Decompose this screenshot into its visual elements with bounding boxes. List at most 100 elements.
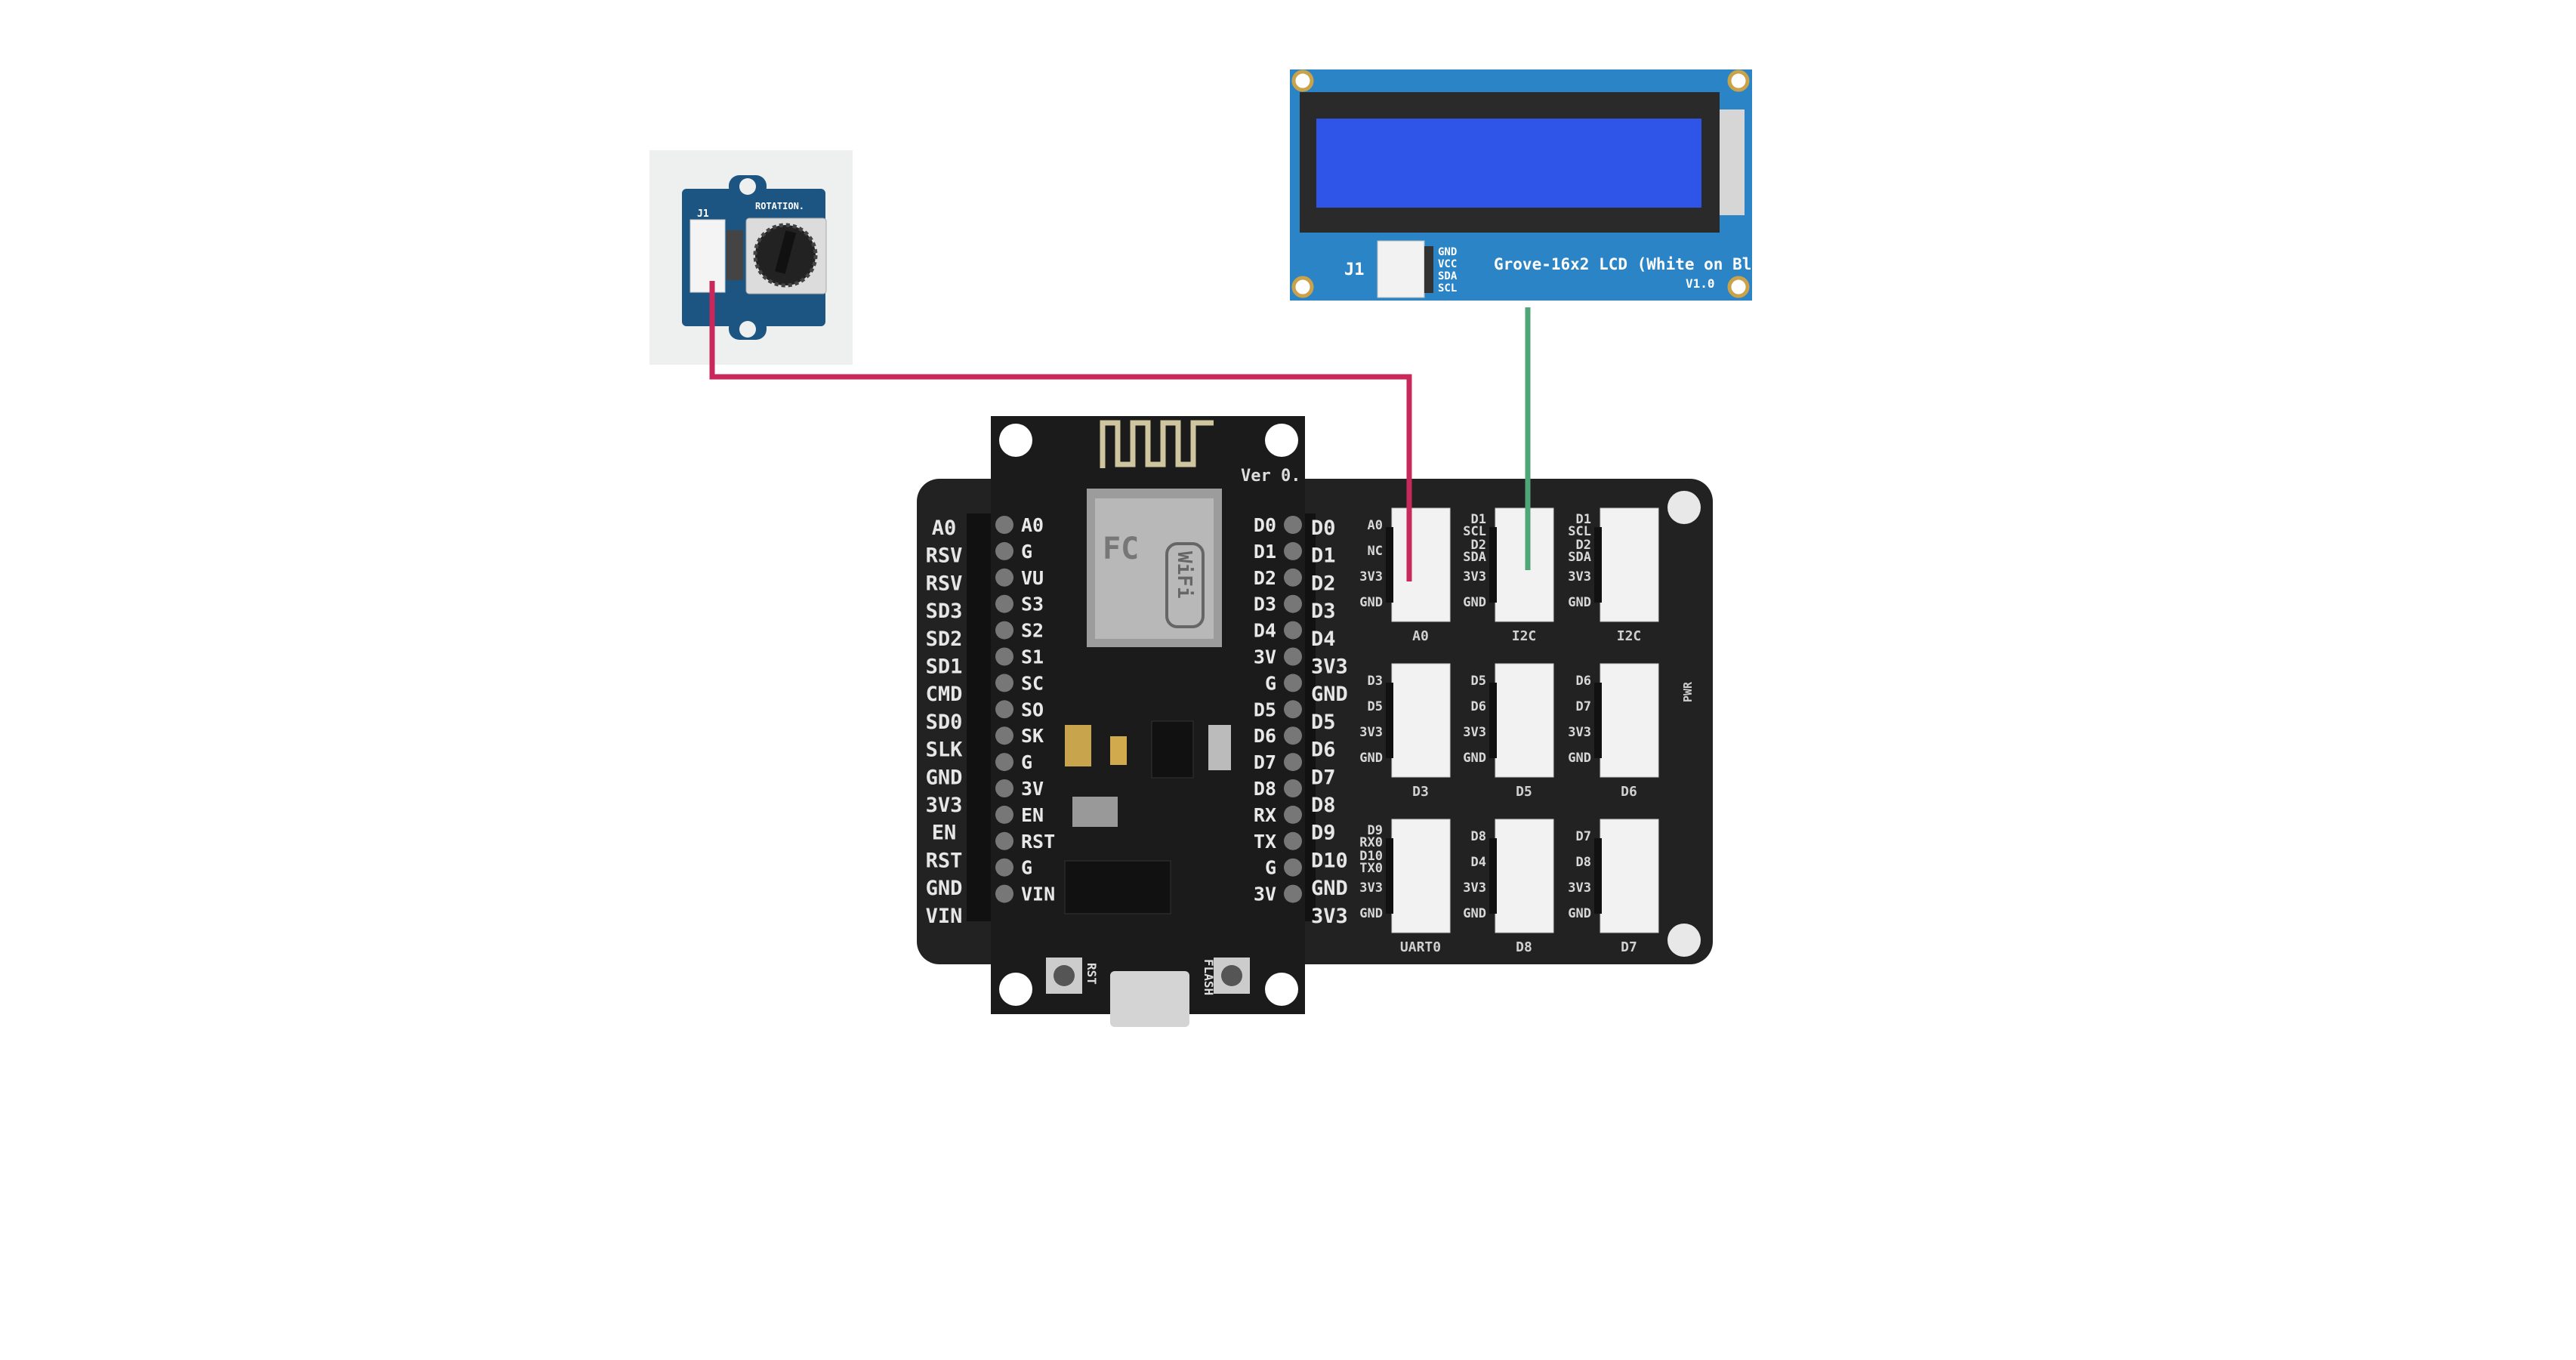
grove-pin-label: D1 bbox=[1471, 512, 1486, 527]
pin-pad bbox=[1284, 647, 1302, 666]
grove-connector[interactable] bbox=[1495, 663, 1554, 778]
grove-pin-label: SDA bbox=[1568, 550, 1591, 565]
lcd-pin-scl: SCL bbox=[1438, 282, 1457, 295]
nodemcu-pin-label: G bbox=[1265, 857, 1276, 879]
nodemcu-pin-label: SK bbox=[1021, 725, 1044, 747]
board-version: Ver 0. bbox=[1241, 467, 1300, 486]
grove-pin-label: D10 bbox=[1359, 849, 1383, 864]
nodemcu-pin-label: D8 bbox=[1254, 778, 1276, 800]
shield-header-label: 3V3 bbox=[1311, 655, 1348, 679]
grove-port-label: D8 bbox=[1516, 939, 1532, 955]
nodemcu-pin-label: D4 bbox=[1254, 620, 1276, 642]
pin-pad bbox=[995, 884, 1013, 903]
nodemcu-pin-label: G bbox=[1021, 541, 1032, 563]
grove-connector[interactable] bbox=[1600, 819, 1659, 933]
pin-pad bbox=[995, 594, 1013, 613]
nodemcu-pin-label: D6 bbox=[1254, 725, 1276, 747]
nodemcu-pin-label: D3 bbox=[1254, 594, 1276, 615]
pin-pad bbox=[1284, 884, 1302, 903]
grove-connector[interactable] bbox=[1391, 819, 1451, 933]
grove-pin-label: 3V3 bbox=[1463, 569, 1486, 584]
sensor-connector-label: J1 bbox=[697, 208, 709, 220]
nodemcu-pin-label: TX bbox=[1254, 831, 1276, 853]
shield-header-label: GND bbox=[1311, 683, 1348, 706]
sensor-grove-connector bbox=[690, 219, 726, 293]
grove-pin-label: SCL bbox=[1463, 524, 1486, 539]
rst-label: RST bbox=[1084, 963, 1099, 985]
grove-connector[interactable] bbox=[1391, 507, 1451, 622]
pin-pad bbox=[1284, 541, 1302, 560]
grove-connector[interactable] bbox=[1495, 819, 1554, 933]
grove-port-label: D3 bbox=[1412, 784, 1429, 800]
grove-pin-label: 3V3 bbox=[1359, 569, 1383, 584]
nodemcu-pin-label: RX bbox=[1254, 804, 1276, 826]
grove-pin-label: D5 bbox=[1471, 674, 1486, 689]
shield-header-label: 3V3 bbox=[926, 794, 963, 817]
pin-pad bbox=[995, 753, 1013, 772]
nodemcu-pin-label: EN bbox=[1021, 804, 1044, 826]
grove-pin-label: D2 bbox=[1576, 538, 1591, 553]
grove-pin-label: SCL bbox=[1568, 524, 1591, 539]
shield-header-label: D4 bbox=[1311, 628, 1336, 651]
wifi-logo: WiFi bbox=[1173, 551, 1195, 599]
pin-pad bbox=[995, 516, 1013, 534]
grove-pin-label: D7 bbox=[1576, 699, 1591, 714]
shield-header-label: D2 bbox=[1311, 572, 1336, 595]
grove-connector[interactable] bbox=[1495, 507, 1554, 622]
shield-header-label: D0 bbox=[1311, 517, 1336, 540]
pin-pad bbox=[1284, 700, 1302, 719]
lcd-title: Grove-16x2 LCD (White on Blue) bbox=[1494, 255, 1780, 273]
shield-header-label: D6 bbox=[1311, 739, 1336, 762]
antenna-trace bbox=[1100, 420, 1214, 468]
grove-pin-label: GND bbox=[1359, 751, 1383, 766]
grove-pin-label: GND bbox=[1568, 751, 1591, 766]
grove-pin-label: GND bbox=[1359, 906, 1383, 921]
grove-connector[interactable] bbox=[1600, 507, 1659, 622]
lcd-pin-vcc: VCC bbox=[1438, 258, 1457, 270]
shield-header-label: D9 bbox=[1311, 822, 1336, 845]
shield-header-label: D5 bbox=[1311, 711, 1336, 734]
grove-pin-label: 3V3 bbox=[1359, 725, 1383, 740]
shield-header-label: GND bbox=[926, 877, 963, 900]
grove-pin-label: SDA bbox=[1463, 550, 1486, 565]
usb-port[interactable] bbox=[1110, 971, 1189, 1027]
grove-pin-label: 3V3 bbox=[1463, 725, 1486, 740]
pin-pad bbox=[1284, 805, 1302, 824]
shield-header-label: D7 bbox=[1311, 766, 1336, 789]
grove-connector[interactable] bbox=[1600, 663, 1659, 778]
grove-port-label: A0 bbox=[1412, 628, 1429, 644]
pin-pad bbox=[1284, 831, 1302, 850]
grove-pin-label: D8 bbox=[1471, 829, 1486, 844]
grove-connector[interactable] bbox=[1391, 663, 1451, 778]
pin-pad bbox=[995, 779, 1013, 797]
shield-header-label: SD0 bbox=[926, 711, 963, 734]
pin-pad bbox=[1284, 674, 1302, 692]
grove-lcd-module: J1 GND VCC SDA SCL Grove-16x2 LCD (White… bbox=[1290, 69, 1780, 301]
sensor-title: ROTATION. bbox=[755, 201, 804, 211]
pin-pad bbox=[995, 831, 1013, 850]
grove-pin-label: 3V3 bbox=[1359, 880, 1383, 896]
nodemcu-pin-label: G bbox=[1265, 672, 1276, 694]
pin-pad bbox=[1284, 858, 1302, 877]
shield-header-label: SD2 bbox=[926, 628, 963, 651]
grove-pin-label: D1 bbox=[1576, 512, 1591, 527]
pin-pad bbox=[1284, 621, 1302, 640]
grove-pin-label: GND bbox=[1359, 595, 1383, 610]
lcd-screen bbox=[1316, 119, 1701, 208]
pin-pad bbox=[1284, 726, 1302, 745]
nodemcu-pin-label: D5 bbox=[1254, 699, 1276, 720]
pin-pad bbox=[1284, 753, 1302, 772]
pin-pad bbox=[1284, 516, 1302, 534]
pin-pad bbox=[995, 541, 1013, 560]
shield-header-label: D10 bbox=[1311, 849, 1348, 872]
